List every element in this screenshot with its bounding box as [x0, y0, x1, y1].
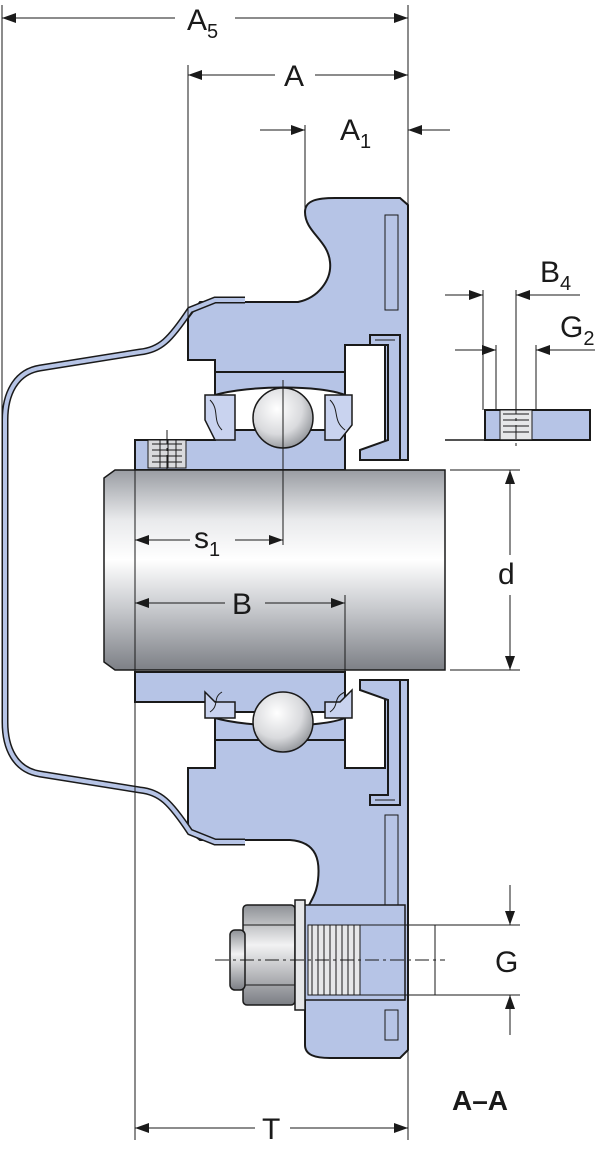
- flange-detail: [445, 400, 591, 450]
- bolt-assembly: [215, 899, 445, 1011]
- label-d: d: [498, 558, 515, 591]
- label-g2: G2: [560, 311, 594, 350]
- label-g: G: [495, 946, 518, 979]
- dimension-lines: [2, 13, 595, 1133]
- label-b: B: [232, 588, 252, 621]
- washer: [294, 899, 306, 1011]
- seals: [204, 394, 353, 719]
- shaft: [103, 469, 446, 671]
- label-t: T: [262, 1113, 280, 1146]
- label-a: A: [284, 60, 304, 93]
- label-a5: A5: [187, 4, 218, 43]
- dimension-labels: A5 A A1 B4 G2 s1 B d G T A–A: [187, 4, 594, 1146]
- nut: [242, 904, 296, 1006]
- ball-bottom: [252, 691, 314, 753]
- label-s1: s1: [194, 522, 220, 561]
- section-label: A–A: [452, 1085, 508, 1116]
- label-a1: A1: [340, 114, 371, 153]
- end-cap-seal: [359, 334, 401, 806]
- label-b4: B4: [540, 256, 571, 295]
